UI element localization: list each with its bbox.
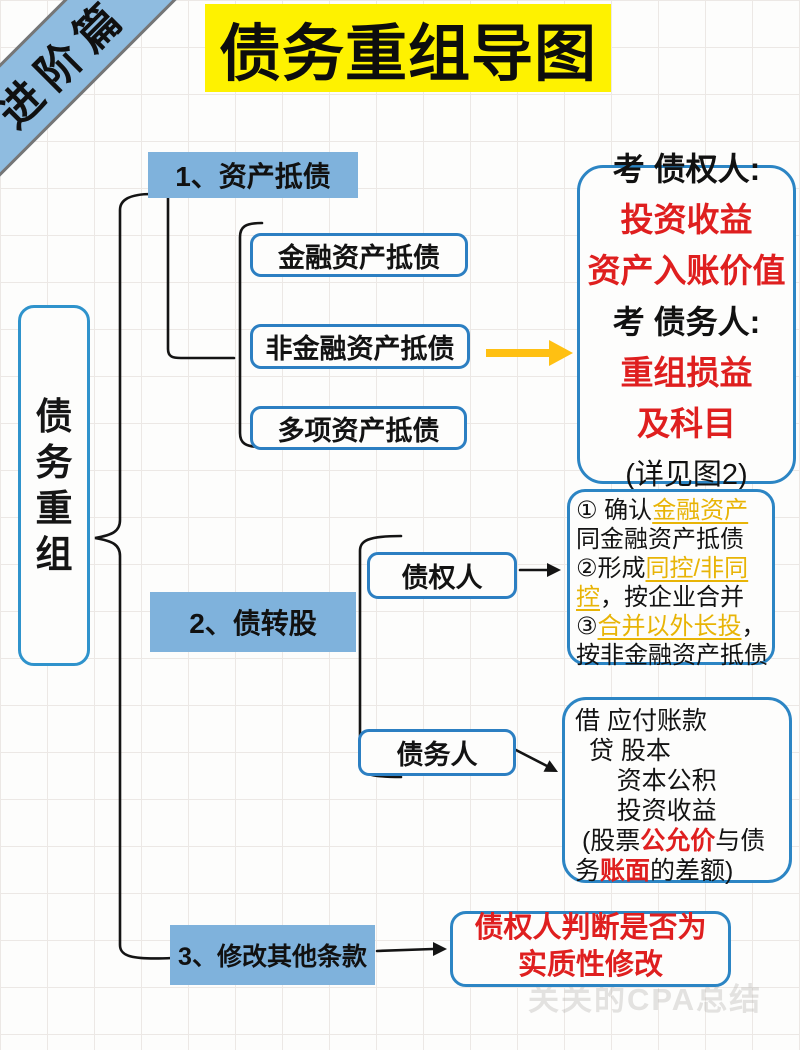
root-char: 重 <box>35 488 73 529</box>
arrow-debtor-line <box>512 747 549 768</box>
note-exam-points: 考 债权人:投资收益资产入账价值考 债务人:重组损益及科目(详见图2) <box>577 151 796 491</box>
note-substantive-modification: 债权人判断是否为实质性修改 <box>450 911 731 987</box>
root-char: 债 <box>35 396 73 437</box>
root-node-debt-restructuring: 债 务 重 组 <box>18 305 90 666</box>
child-debtor: 债务人 <box>358 729 516 776</box>
child-creditor: 债权人 <box>367 552 517 599</box>
arrow-debtor-head <box>543 760 558 772</box>
child-nonfinancial-asset: 非金融资产抵债 <box>250 324 470 369</box>
page-title: 债务重组导图 <box>218 20 597 89</box>
branch-3-modify-other-terms: 3、修改其他条款 <box>170 925 375 985</box>
trunk-brace <box>94 192 174 960</box>
page-title-highlight: 债务重组导图 <box>205 4 611 92</box>
arrow-yellow-head <box>549 340 573 366</box>
branch1-stem <box>166 196 236 360</box>
note-debtor-journal-entry: 借 应付账款 贷 股本 资本公积 投资收益 (股票公允价与债务账面的差额) <box>562 697 792 885</box>
root-char: 组 <box>35 534 73 575</box>
branch-1-asset-for-debt: 1、资产抵债 <box>148 152 358 198</box>
root-char: 务 <box>35 442 73 483</box>
arrow-branch3-line <box>375 947 435 953</box>
arrow-creditor-head <box>547 563 561 577</box>
watermark-text: 关关的CPA总结 <box>528 982 763 1017</box>
branch1-children-bracket <box>238 221 264 449</box>
child-financial-asset: 金融资产抵债 <box>250 233 468 277</box>
child-multiple-assets: 多项资产抵债 <box>250 406 467 450</box>
branch-2-debt-to-equity: 2、债转股 <box>150 592 356 652</box>
arrow-branch3-head <box>433 942 447 956</box>
